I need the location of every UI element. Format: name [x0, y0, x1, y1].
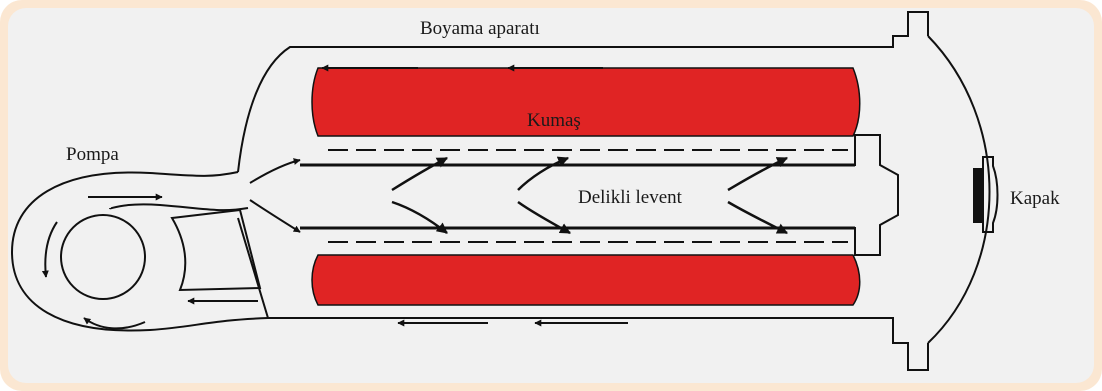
apparatus-label: Boyama aparatı [420, 18, 540, 39]
lid-label: Kapak [1010, 188, 1060, 209]
vessel-body [237, 11, 991, 371]
flow-arrow [41, 221, 58, 278]
flow-arrow [517, 200, 571, 235]
flow-arrow [83, 317, 146, 330]
fabric-bottom [311, 254, 861, 306]
lid-gasket [982, 156, 999, 233]
flow-arrow [727, 156, 789, 192]
flow-arrow [249, 158, 301, 184]
perforated-beam [328, 149, 848, 243]
lid [973, 156, 999, 233]
inner-panel [8, 8, 1094, 383]
pump-label: Pompa [66, 144, 119, 165]
flow-arrow [727, 200, 788, 235]
flow-arrows [41, 64, 628, 330]
fabric-label: Kumaş [527, 110, 581, 131]
fabric-rolls [311, 67, 861, 306]
fabric-top [311, 67, 861, 137]
lid-handle [973, 168, 984, 223]
beam-label: Delikli levent [578, 187, 683, 208]
flow-arrow [517, 156, 570, 191]
flow-arrow [249, 199, 301, 233]
flow-arrow [391, 200, 448, 234]
radial-flow-arrows [391, 156, 789, 235]
pump-housing [10, 171, 269, 332]
flow-arrow [391, 156, 448, 192]
